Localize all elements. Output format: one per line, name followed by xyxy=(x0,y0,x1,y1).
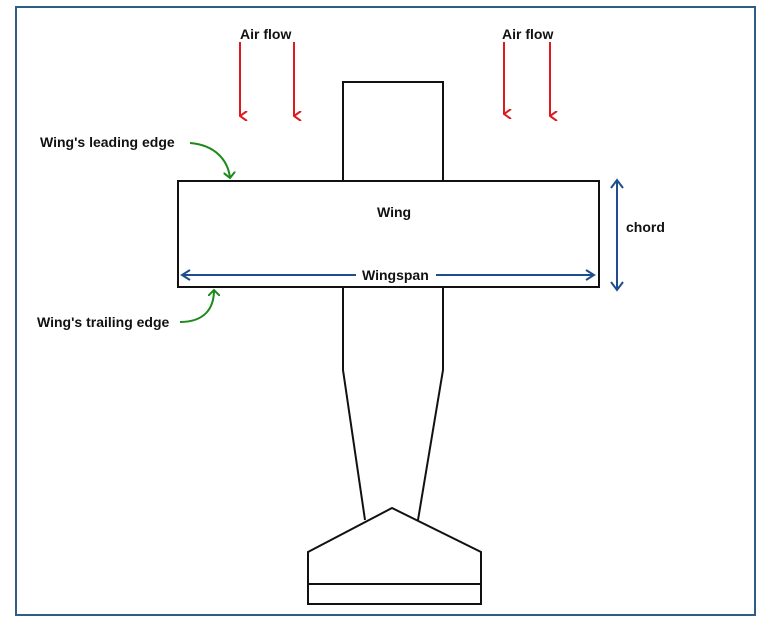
trailing-edge-label: Wing's trailing edge xyxy=(37,314,170,330)
chord-head-bottom xyxy=(610,281,624,292)
wingspan-label: Wingspan xyxy=(362,267,429,283)
tail-plane xyxy=(307,506,482,605)
wing-label: Wing xyxy=(377,204,411,220)
fuselage-nose xyxy=(342,81,444,181)
fuselage-rear-right xyxy=(417,287,444,521)
wingspan-head-right xyxy=(585,269,596,281)
chord-label: chord xyxy=(626,219,665,235)
diagram-frame xyxy=(15,6,756,616)
wingspan-head-left xyxy=(180,269,191,281)
fuselage-rear xyxy=(342,287,366,521)
air-flow-label-left: Air flow xyxy=(240,26,291,42)
leading-edge-pointer xyxy=(189,142,230,178)
trailing-edge-pointer xyxy=(179,290,214,323)
leading-edge-label: Wing's leading edge xyxy=(40,134,175,150)
chord-head-top xyxy=(610,178,624,189)
air-flow-label-right: Air flow xyxy=(502,26,553,42)
wing-shape xyxy=(177,180,600,288)
